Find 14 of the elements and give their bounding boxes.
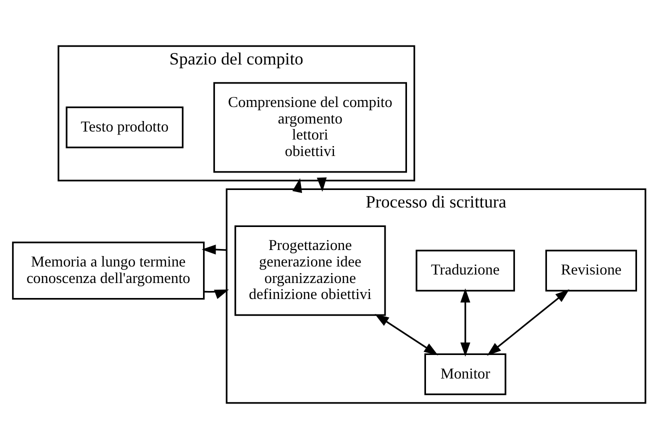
node-box: Progettazione generazione idee organizzazione definizione obiettivi xyxy=(234,224,386,316)
node-box: Memoria a lungo termine conoscenza dell'argomento xyxy=(12,241,205,300)
arrow xyxy=(202,244,227,254)
arrow xyxy=(316,176,327,192)
node-box: Testo prodotto xyxy=(66,106,184,148)
node-box: Comprensione del compito argomento lettori obiettivi xyxy=(213,82,407,172)
arrow xyxy=(374,313,438,355)
arrow xyxy=(460,288,470,356)
arrow xyxy=(204,289,229,299)
node-box: Traduzione xyxy=(416,249,515,291)
node-box: Revisione xyxy=(545,249,638,291)
node-box: Monitor xyxy=(424,352,506,395)
arrow xyxy=(292,178,302,192)
arrow xyxy=(486,288,570,356)
